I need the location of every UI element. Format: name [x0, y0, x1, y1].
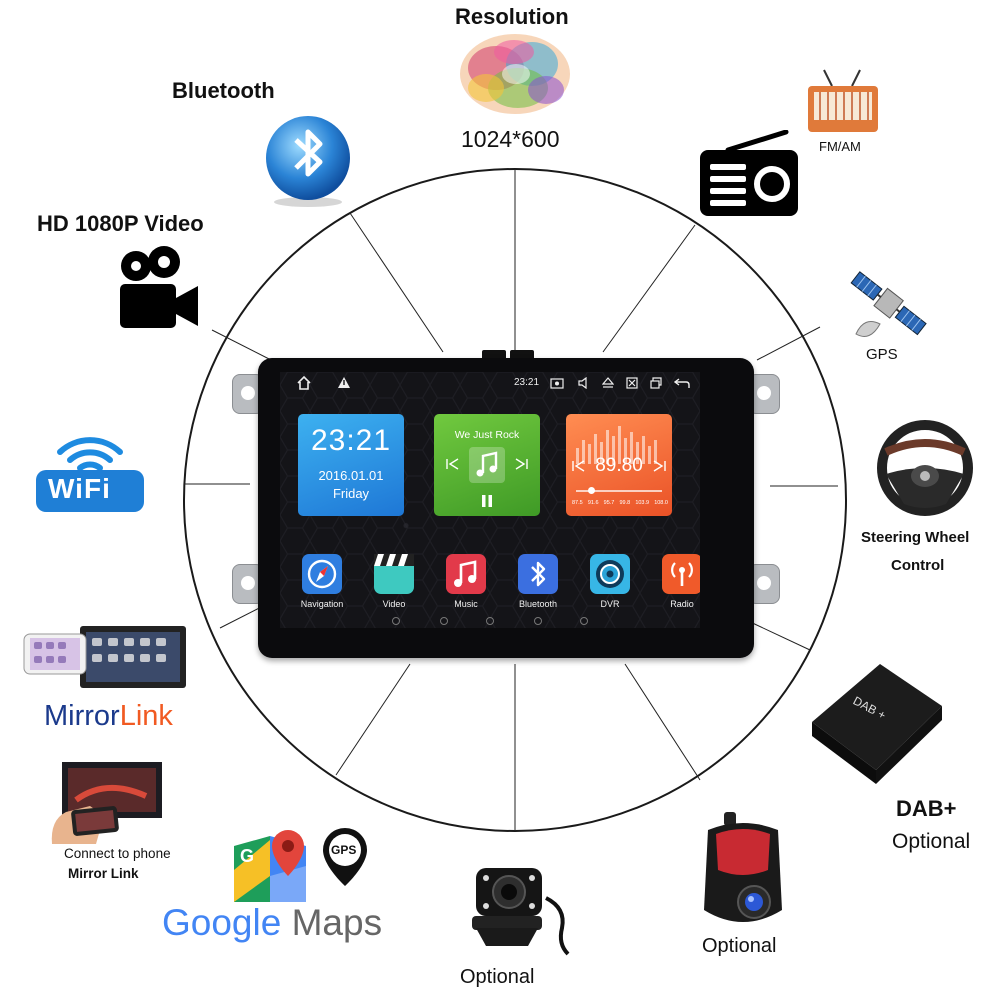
radio-tuner-track[interactable]: [576, 490, 662, 492]
head-unit: 23:21 23:21 2016.01.01 Friday We Just Ro…: [232, 350, 780, 666]
app-label: Music: [454, 599, 478, 609]
back-key[interactable]: [486, 617, 494, 625]
app-music[interactable]: Music: [434, 554, 498, 609]
google-word: Google: [162, 902, 282, 943]
dvr-lens-icon: [590, 554, 630, 594]
mirrorlink-devices-icon: [23, 626, 186, 688]
gps-pin-icon: [323, 828, 367, 886]
bluetooth-title: Bluetooth: [172, 78, 275, 103]
app-radio[interactable]: Radio: [650, 554, 700, 609]
radio-frequency: 89.80: [595, 455, 643, 476]
volume-icon[interactable]: [578, 377, 590, 389]
music-widget[interactable]: We Just Rock: [434, 414, 540, 516]
steering-line1: Steering Wheel: [861, 529, 970, 546]
steering-line2: Control: [891, 557, 945, 574]
app-bluetooth[interactable]: Bluetooth: [506, 554, 570, 609]
app-dvr[interactable]: DVR: [578, 554, 642, 609]
multi-window-icon[interactable]: [650, 377, 662, 389]
mirrorlink-link: Link: [119, 700, 173, 732]
fm-am-title: FM/AM: [819, 139, 861, 154]
radio-prev-icon[interactable]: [572, 460, 586, 472]
video-camera-icon: [120, 246, 198, 328]
maps-word: Maps: [291, 902, 383, 943]
radio-widget[interactable]: 89.80 87.5 91.6 95.7 99.8 103.9 108.0: [566, 414, 672, 516]
video-title: HD 1080P Video: [37, 211, 204, 236]
power-key[interactable]: [392, 617, 400, 625]
google-maps-logo: Google Maps: [162, 902, 382, 944]
home-icon[interactable]: [296, 376, 312, 390]
clapperboard-icon: [374, 554, 414, 594]
gps-title: GPS: [866, 346, 898, 363]
app-label: Video: [382, 599, 406, 609]
volume-down-key[interactable]: [534, 617, 542, 625]
mirrorlink-logo: MirrorLink: [44, 700, 173, 733]
clock-day: Friday: [332, 486, 370, 501]
radio-scale-tick: 108.0: [654, 500, 668, 506]
music-prev-icon[interactable]: [446, 458, 460, 470]
radio-tuner-knob[interactable]: [588, 487, 595, 494]
radio-scale-tick: 95.7: [603, 500, 615, 506]
resolution-title: Resolution: [455, 4, 569, 29]
dvr-camera-icon: [704, 812, 782, 922]
back-icon[interactable]: [674, 377, 690, 389]
radio-scale: 87.5 91.6 95.7 99.8 103.9 108.0: [572, 500, 668, 506]
steering-wheel-icon: [877, 420, 973, 516]
retro-radio-icon: [808, 69, 878, 132]
head-unit-screen: 23:21 23:21 2016.01.01 Friday We Just Ro…: [280, 372, 700, 628]
navigation-icon: [302, 554, 342, 594]
resolution-value: 1024*600: [461, 126, 560, 152]
app-label: Navigation: [300, 599, 344, 609]
radio-icon: [700, 130, 798, 216]
bluetooth-app-icon: [518, 554, 558, 594]
status-time: 23:21: [514, 377, 540, 388]
satellite-icon: [850, 271, 927, 337]
svg-text:G: G: [240, 846, 254, 866]
dab-optional-label: Optional: [892, 830, 971, 853]
wifi-icon: [36, 437, 144, 512]
wifi-label: WiFi: [48, 473, 111, 504]
camera-optional-label: Optional: [460, 966, 535, 988]
radio-scale-tick: 99.8: [619, 500, 631, 506]
radio-scale-tick: 91.6: [587, 500, 599, 506]
clock-widget[interactable]: 23:21 2016.01.01 Friday: [298, 414, 404, 516]
app-video[interactable]: Video: [362, 554, 426, 609]
soft-key-bar: [280, 610, 700, 628]
app-label: DVR: [600, 599, 620, 609]
dvr-optional-label: Optional: [702, 935, 777, 957]
dab-title: DAB+: [896, 796, 957, 821]
radio-scale-tick: 87.5: [572, 500, 583, 506]
radio-antenna-icon: [662, 554, 700, 594]
screenshot-icon[interactable]: [550, 377, 564, 389]
app-navigation[interactable]: Navigation: [290, 554, 354, 609]
music-note-icon: [469, 447, 505, 483]
volume-up-key[interactable]: [580, 617, 588, 625]
gps-pin-label: GPS: [331, 843, 357, 857]
eject-icon[interactable]: [602, 377, 614, 389]
warning-icon[interactable]: [338, 377, 350, 388]
music-pause-icon[interactable]: [480, 494, 494, 508]
close-window-icon[interactable]: [626, 377, 638, 389]
music-icon: [446, 554, 486, 594]
home-key[interactable]: [440, 617, 448, 625]
app-label: Bluetooth: [518, 599, 558, 609]
phone-mirror-icon: [51, 762, 162, 844]
music-next-icon[interactable]: [514, 458, 528, 470]
app-label: Radio: [670, 599, 694, 609]
radio-spectrum: [576, 426, 657, 464]
music-track: We Just Rock: [454, 429, 520, 441]
color-burst-icon: [460, 34, 570, 114]
clock-date: 2016.01.01: [318, 468, 384, 483]
radio-next-icon[interactable]: [652, 460, 666, 472]
google-maps-icon: G: [234, 830, 306, 902]
status-bar: 23:21: [280, 372, 700, 394]
clock-time: 23:21: [310, 424, 392, 457]
radio-scale-tick: 103.9: [635, 500, 650, 506]
phone-link-line1: Connect to phone: [64, 846, 171, 861]
phone-link-line2: Mirror Link: [68, 866, 139, 881]
rear-camera-icon: [472, 868, 570, 956]
bluetooth-icon: [266, 116, 350, 207]
dab-box-icon: [812, 664, 942, 784]
mirrorlink-mirror: Mirror: [44, 700, 120, 732]
